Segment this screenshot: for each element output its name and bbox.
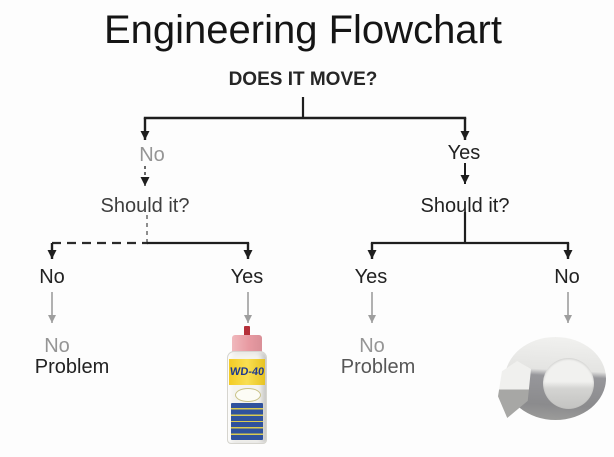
- label-left-no: No: [39, 266, 65, 288]
- wd40-blue-label: [231, 403, 263, 440]
- right-outcome-problem: Problem: [340, 356, 416, 378]
- wd40-badge: [235, 388, 261, 402]
- branch-label-no: No: [139, 144, 165, 166]
- label-right-yes: Yes: [354, 266, 388, 288]
- wd40-yellow-band: WD-40: [229, 359, 265, 385]
- wd40-label: WD-40: [229, 366, 265, 378]
- duct-tape-roll-icon: [498, 334, 610, 426]
- wd40-nozzle: [244, 326, 250, 338]
- right-outcome-no: No: [359, 335, 385, 357]
- label-right-no: No: [554, 266, 580, 288]
- wd40-cap: [232, 335, 262, 353]
- label-left-yes: Yes: [230, 266, 264, 288]
- wd40-spray-can-icon: WD-40: [227, 326, 267, 444]
- right-should-it-question: Should it?: [420, 195, 510, 217]
- tape-center-hole: [543, 358, 594, 409]
- branch-label-yes: Yes: [447, 142, 481, 164]
- left-should-it-question: Should it?: [100, 195, 190, 217]
- left-outcome-problem: Problem: [34, 356, 110, 378]
- left-outcome-no: No: [44, 335, 70, 357]
- wd40-body: WD-40: [227, 351, 267, 444]
- page-title: Engineering Flowchart: [104, 8, 502, 52]
- root-question: DOES IT MOVE?: [228, 69, 378, 90]
